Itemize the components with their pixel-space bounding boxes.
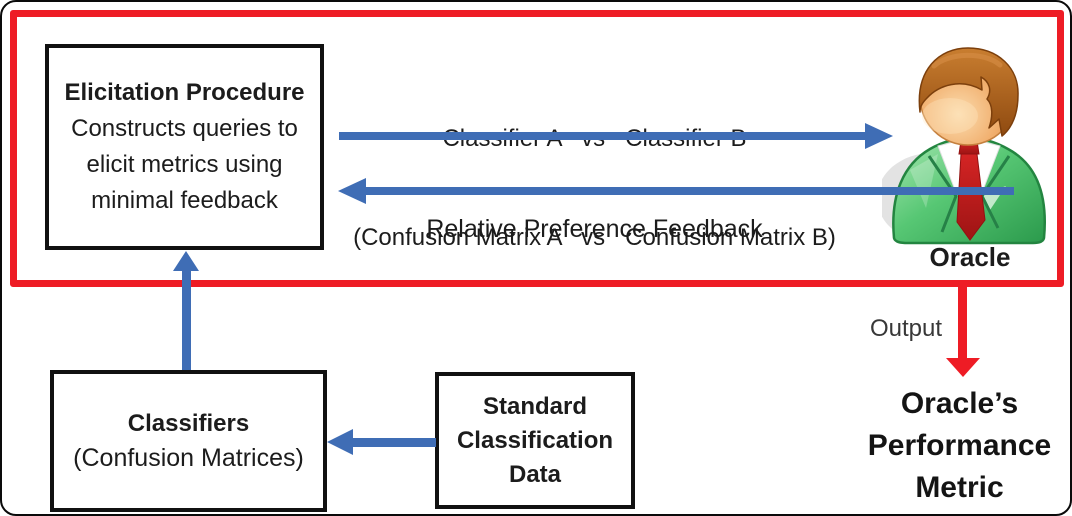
standard-classification-data-box: Standard Classification Data — [435, 372, 635, 509]
query-arrow-shaft — [339, 132, 866, 140]
data-box-title: Standard Classification Data — [456, 392, 614, 488]
query-label-line2: (Confusion Matrix A vs Confusion Matrix … — [353, 224, 836, 251]
output-arrow-head-icon — [946, 358, 980, 377]
classifiers-box: Classifiers (Confusion Matrices) — [50, 370, 327, 512]
output-arrow-shaft — [958, 283, 967, 360]
feedback-arrow-head-icon — [338, 178, 366, 204]
elicitation-box-title: Elicitation Procedure — [64, 79, 305, 106]
elicitation-procedure-box: Elicitation Procedure Constructs queries… — [45, 44, 324, 250]
data-to-classifiers-arrow-shaft — [351, 438, 436, 447]
feedback-arrow-shaft — [365, 187, 1014, 195]
query-arrow-label: Classifier A vs Classifier B (Confusion … — [307, 56, 882, 320]
classifiers-to-elicitation-arrow-shaft — [182, 269, 191, 370]
oracle-caption: Oracle — [929, 242, 1011, 272]
output-arrow-label: Output — [869, 315, 942, 342]
elicitation-loop-frame — [10, 10, 1064, 287]
data-to-classifiers-arrow-head-icon — [327, 429, 353, 455]
query-label-line1: Classifier A vs Classifier B — [307, 122, 882, 155]
oracle-performance-metric-label: Oracle’s Performance Metric — [867, 387, 1052, 504]
oracle-person-icon — [882, 47, 1046, 245]
elicitation-box-description: Constructs queries to elicit metrics usi… — [71, 115, 298, 214]
classifiers-box-title: Classifiers — [127, 410, 250, 437]
classifiers-to-elicitation-arrow-head-icon — [173, 251, 199, 271]
classifiers-box-subtitle: (Confusion Matrices) — [73, 444, 304, 472]
query-arrow-head-icon — [865, 123, 893, 149]
feedback-arrow-label: Relative Preference Feedback — [426, 215, 763, 243]
